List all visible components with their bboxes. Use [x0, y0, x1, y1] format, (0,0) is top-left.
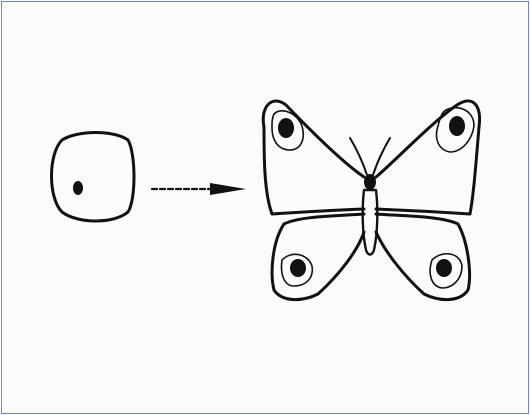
arrow-right-icon [152, 183, 246, 195]
butterfly-icon [263, 101, 479, 300]
cell-icon [52, 133, 135, 222]
nucleus-icon [73, 181, 83, 195]
